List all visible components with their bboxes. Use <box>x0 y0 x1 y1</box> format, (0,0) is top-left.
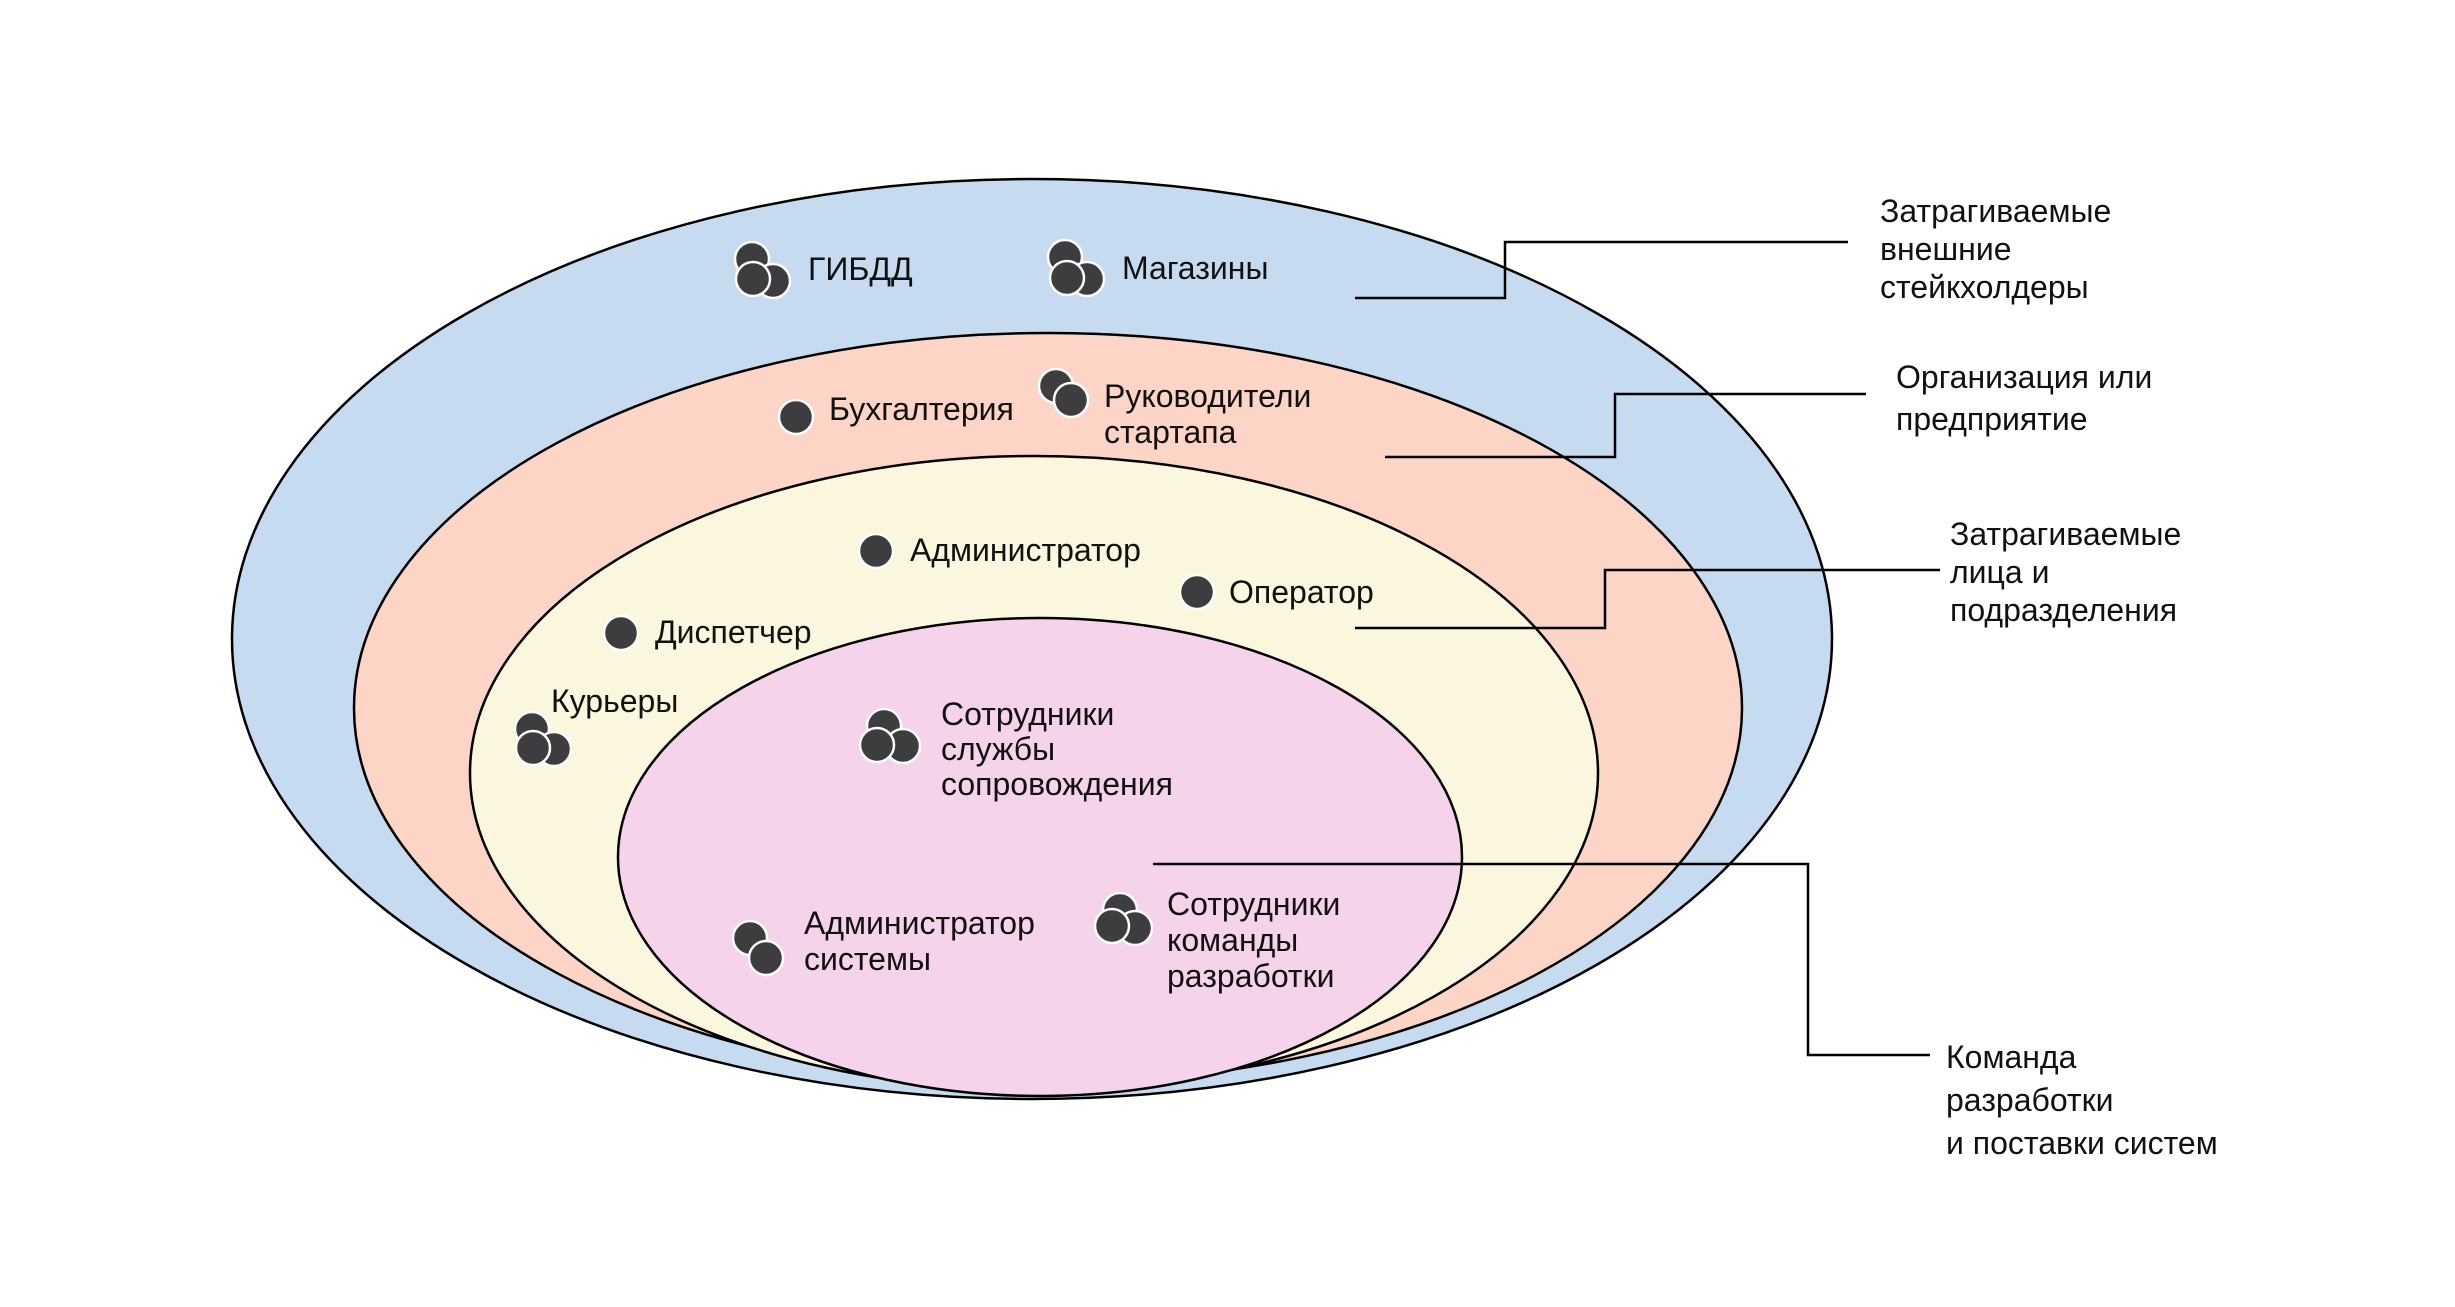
stakeholder-administrator: Администратор <box>857 532 1141 570</box>
layer-rings <box>230 177 1834 1101</box>
stakeholder-label: ГИБДД <box>808 251 913 287</box>
stakeholder-operator: Оператор <box>1178 573 1374 611</box>
group-icon <box>1093 891 1154 947</box>
leader-line-affected <box>1355 568 1940 630</box>
layer-legend: Затрагиваемые внешние стейкхолдеры Орган… <box>1880 193 2218 1161</box>
stakeholder-dev-team: Сотрудники команды разработки <box>1093 886 1349 994</box>
group-icon <box>513 710 573 768</box>
group-icon <box>733 240 792 300</box>
stakeholder-label: Сотрудники команды разработки <box>1167 886 1349 994</box>
stakeholder-shops: Магазины <box>1046 238 1268 298</box>
stakeholder-support-staff: Сотрудники службы сопровождения <box>858 696 1173 802</box>
legend-affected-departments: Затрагиваемые лица и подразделения <box>1950 516 2190 628</box>
leader-line-external <box>1355 240 1848 300</box>
person-icon <box>857 532 895 570</box>
stakeholder-label: Бухгалтерия <box>829 391 1014 427</box>
pair-icon <box>731 919 785 977</box>
stakeholder-system-admin: Администратор системы <box>731 905 1044 977</box>
stakeholder-label: Курьеры <box>551 683 678 719</box>
stakeholder-gibdd: ГИБДД <box>733 240 913 300</box>
person-icon <box>602 614 640 652</box>
legend-development-team: Команда разработки и поставки систем <box>1946 1039 2218 1161</box>
group-icon <box>1046 238 1106 298</box>
leader-lines <box>1153 240 1940 1057</box>
legend-external-stakeholders: Затрагиваемые внешние стейкхолдеры <box>1880 193 2120 305</box>
stakeholder-label: Оператор <box>1229 574 1374 610</box>
legend-organization: Организация или предприятие <box>1896 359 2161 437</box>
stakeholder-label: Администратор <box>910 532 1141 568</box>
person-icon <box>1178 573 1216 611</box>
stakeholder-label: Магазины <box>1122 250 1268 286</box>
leader-line-organization <box>1385 392 1866 459</box>
stakeholder-label: Руководители стартапа <box>1104 378 1320 450</box>
group-icon <box>858 707 922 765</box>
person-icon <box>777 398 815 436</box>
ring-development-team <box>616 616 1464 1098</box>
stakeholder-startup-leaders: Руководители стартапа <box>1037 367 1320 450</box>
leader-line-team <box>1153 862 1930 1057</box>
stakeholder-markers: ГИБДД Магазины Бухгалтерия <box>513 238 1374 994</box>
stakeholder-accounting: Бухгалтерия <box>777 391 1014 436</box>
pair-icon <box>1037 367 1090 419</box>
stakeholder-label: Диспетчер <box>655 614 812 650</box>
stakeholder-couriers: Курьеры <box>513 683 678 768</box>
stakeholder-label: Сотрудники службы сопровождения <box>941 696 1173 802</box>
stakeholder-dispatcher: Диспетчер <box>602 614 812 652</box>
stakeholder-label: Администратор системы <box>804 905 1044 977</box>
